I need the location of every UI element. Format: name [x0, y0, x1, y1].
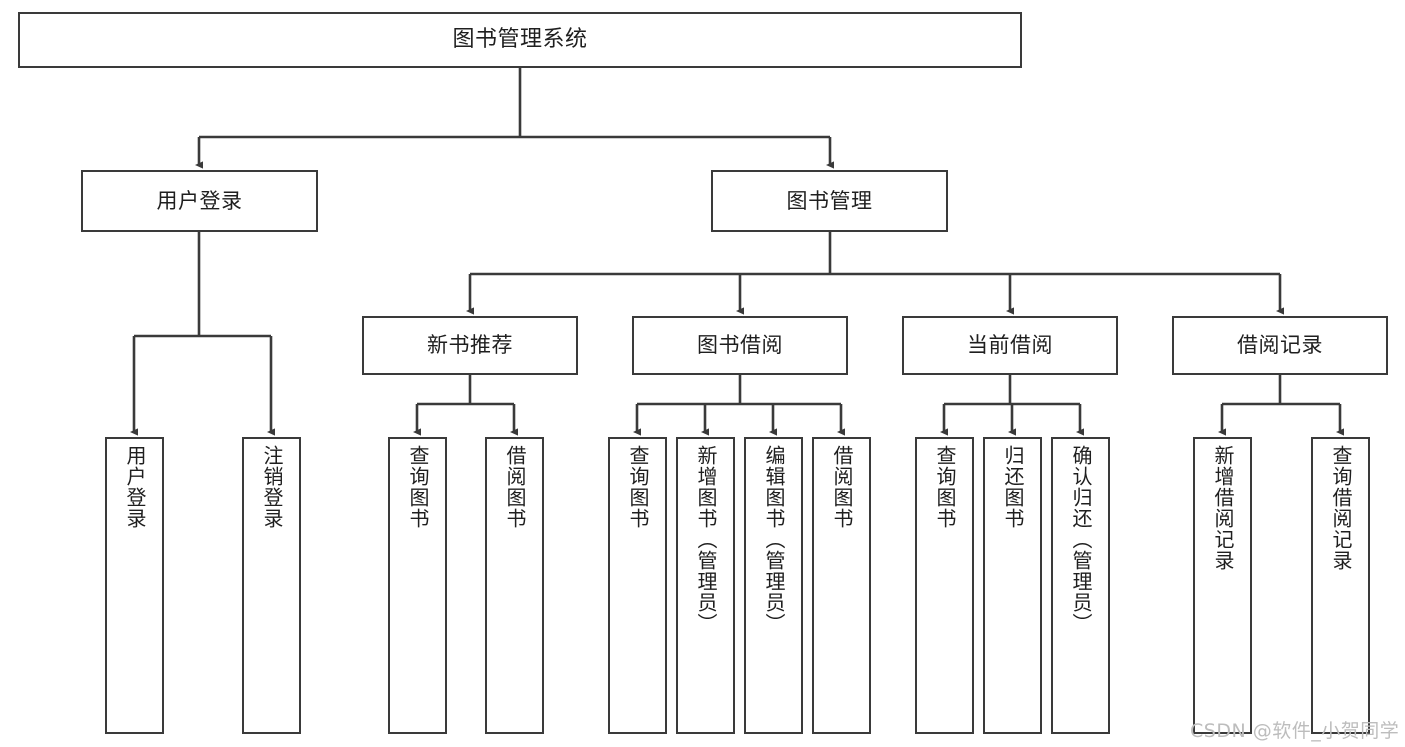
node-label: 图书管理系统 [452, 27, 588, 53]
leaf-query-book-borrow[interactable]: 查询图书 [608, 437, 667, 734]
node-label: 用户登录 [123, 445, 147, 529]
node-book-management[interactable]: 图书管理 [711, 170, 948, 232]
csdn-watermark: CSDN @软件_小贺同学 [1190, 720, 1400, 742]
node-label: 新增借阅记录 [1211, 445, 1235, 571]
node-label: 注销登录 [260, 445, 284, 529]
node-user-login[interactable]: 用户登录 [81, 170, 318, 232]
leaf-edit-book-admin[interactable]: 编辑图书（管理员） [744, 437, 803, 734]
leaf-borrow-book-recommend[interactable]: 借阅图书 [485, 437, 544, 734]
leaf-user-login[interactable]: 用户登录 [105, 437, 164, 734]
leaf-query-borrow-record[interactable]: 查询借阅记录 [1311, 437, 1370, 734]
node-new-book-recommend[interactable]: 新书推荐 [362, 316, 578, 375]
leaf-return-book[interactable]: 归还图书 [983, 437, 1042, 734]
node-book-management-system[interactable]: 图书管理系统 [18, 12, 1022, 68]
node-label: 查询借阅记录 [1329, 445, 1353, 571]
leaf-logout-login[interactable]: 注销登录 [242, 437, 301, 734]
node-label: 归还图书 [1001, 445, 1025, 529]
leaf-query-book-current[interactable]: 查询图书 [915, 437, 974, 734]
leaf-confirm-return-admin[interactable]: 确认归还（管理员） [1051, 437, 1110, 734]
node-label: 用户登录 [156, 188, 243, 213]
node-label: 确认归还（管理员） [1069, 445, 1093, 634]
leaf-borrow-book-borrow[interactable]: 借阅图书 [812, 437, 871, 734]
leaf-add-book-admin[interactable]: 新增图书（管理员） [676, 437, 735, 734]
leaf-query-book-recommend[interactable]: 查询图书 [388, 437, 447, 734]
node-label: 查询图书 [933, 445, 957, 529]
node-label: 借阅图书 [830, 445, 854, 529]
node-label: 图书借阅 [697, 333, 783, 358]
node-label: 新书推荐 [427, 333, 513, 358]
node-borrow-record[interactable]: 借阅记录 [1172, 316, 1388, 375]
node-label: 新增图书（管理员） [694, 445, 718, 634]
node-label: 当前借阅 [967, 333, 1053, 358]
node-label: 借阅图书 [503, 445, 527, 529]
node-current-borrow[interactable]: 当前借阅 [902, 316, 1118, 375]
node-label: 查询图书 [406, 445, 430, 529]
node-label: 查询图书 [626, 445, 650, 529]
node-book-borrow[interactable]: 图书借阅 [632, 316, 848, 375]
node-label: 图书管理 [786, 188, 873, 213]
node-label: 借阅记录 [1237, 333, 1323, 358]
node-label: 编辑图书（管理员） [762, 445, 786, 634]
leaf-add-borrow-record[interactable]: 新增借阅记录 [1193, 437, 1252, 734]
